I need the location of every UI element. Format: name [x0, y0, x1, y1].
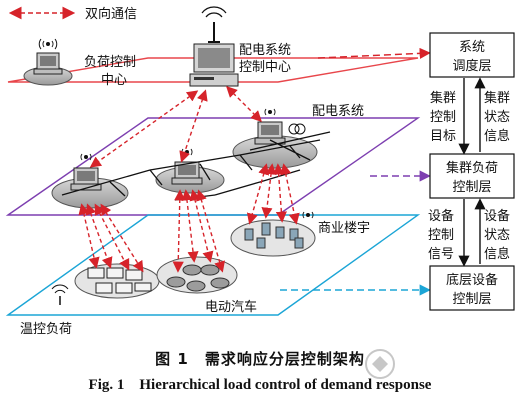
transformer-icon [288, 123, 306, 135]
antenna-icon [264, 108, 276, 116]
ev-label: 电动汽车 [205, 299, 257, 315]
cluster-layer-line1: 集群负荷 [446, 160, 498, 176]
figure-caption-cn: 图 1 需求响应分层控制架构 [155, 350, 365, 368]
commercial-label: 商业楼宇 [318, 221, 370, 236]
load-center-label-1: 负荷控制 [84, 55, 136, 70]
desktop-computer-icon [189, 43, 239, 87]
thermostatic-loads [74, 263, 160, 299]
figure-caption-en: Fig. 1 Hierarchical load control of dema… [88, 377, 432, 393]
antenna-tower-icon [201, 6, 227, 43]
dist-system-label: 配电系统 [312, 104, 364, 119]
svg-text:状态: 状态 [484, 110, 510, 125]
load-control-center: 负荷控制 中心 [23, 38, 136, 88]
device-ctrl-label: 设备 控制 信号 [428, 208, 454, 262]
cluster-layer-line2: 控制层 [452, 180, 491, 195]
cluster-status-label: 集群 状态 信息 [484, 90, 510, 144]
dist-center-label-1: 配电系统 [239, 43, 291, 58]
device-layer-box: 底层设备 控制层 [429, 265, 515, 311]
device-layer-line1: 底层设备 [446, 272, 498, 288]
electric-vehicles [156, 256, 238, 294]
svg-text:控制: 控制 [430, 110, 456, 125]
svg-text:集群: 集群 [430, 90, 456, 106]
dist-center-label-2: 控制中心 [239, 60, 291, 75]
cluster-node-2 [155, 148, 225, 194]
top-plane [7, 57, 419, 83]
antenna-icon [51, 284, 69, 305]
distribution-control-center: 配电系统 控制中心 [189, 6, 291, 87]
dispatch-layer-line2: 调度层 [452, 58, 491, 74]
red-connector [317, 47, 431, 59]
svg-text:信号: 信号 [428, 247, 454, 262]
watermark-logo [365, 349, 395, 379]
computer-icon [33, 52, 63, 75]
legend-label: 双向通信 [85, 6, 137, 22]
svg-text:集群: 集群 [484, 90, 510, 106]
cluster-ctrl-target-label: 集群 控制 目标 [430, 90, 456, 144]
svg-text:状态: 状态 [484, 228, 510, 243]
antenna-icon [38, 38, 58, 50]
device-status-label: 设备 状态 信息 [484, 208, 510, 262]
cluster-layer-box: 集群负荷 控制层 [429, 153, 515, 199]
svg-text:信息: 信息 [484, 128, 510, 144]
antenna-icon [302, 211, 314, 219]
svg-text:目标: 目标 [430, 129, 456, 144]
svg-text:控制: 控制 [428, 228, 454, 243]
commercial-buildings [230, 219, 316, 257]
cluster-node-3 [232, 108, 318, 169]
legend: 双向通信 [8, 6, 137, 22]
svg-text:设备: 设备 [484, 208, 510, 224]
dispatch-layer-line1: 系统 [459, 40, 485, 55]
device-layer-line2: 控制层 [452, 292, 491, 307]
dispatch-layer-box: 系统 调度层 [429, 32, 515, 78]
svg-text:信息: 信息 [484, 246, 510, 262]
bidirectional-links [78, 86, 300, 273]
cluster-node-1 [51, 153, 129, 209]
thermo-label: 温控负荷 [20, 322, 72, 337]
load-center-label-2: 中心 [101, 73, 127, 88]
svg-text:设备: 设备 [428, 208, 454, 224]
